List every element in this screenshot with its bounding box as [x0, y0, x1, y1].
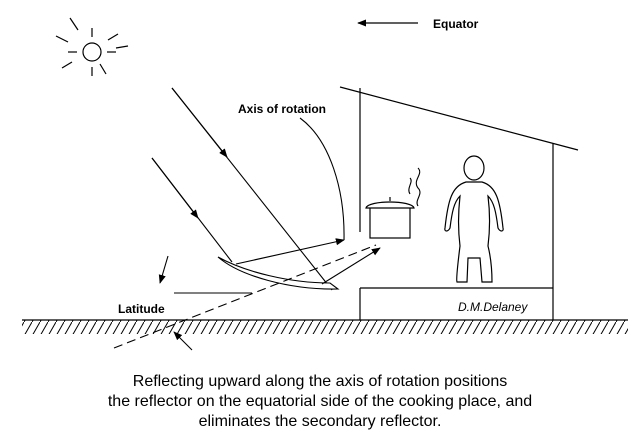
caption-line-1: Reflecting upward along the axis of rota… — [132, 373, 508, 390]
reflected-ray-2 — [321, 247, 381, 285]
caption-line-2: the reflector on the equatorial side of … — [107, 393, 533, 410]
caption: Reflecting upward along the axis of rota… — [40, 372, 600, 432]
author-signature: D.M.Delaney — [458, 300, 528, 314]
cooking-pot — [365, 197, 415, 239]
latitude-indicator — [158, 255, 252, 351]
axis-of-rotation-curve — [299, 117, 345, 241]
person-figure — [444, 155, 504, 283]
sun-ray-1-arrow — [171, 87, 228, 158]
house — [339, 86, 579, 320]
equator-indicator: Equator — [357, 17, 479, 31]
sun-icon — [55, 17, 129, 76]
axis-of-rotation-label: Axis of rotation — [238, 102, 326, 116]
reflector-dish — [217, 256, 340, 290]
steam-lines — [408, 167, 421, 207]
reflected-ray-1 — [235, 238, 345, 265]
sun-ray-2-arrow — [151, 157, 199, 219]
latitude-label: Latitude — [118, 302, 165, 316]
equator-label: Equator — [433, 17, 479, 31]
ground — [22, 319, 628, 334]
caption-line-3: eliminates the secondary reflector. — [198, 413, 442, 430]
